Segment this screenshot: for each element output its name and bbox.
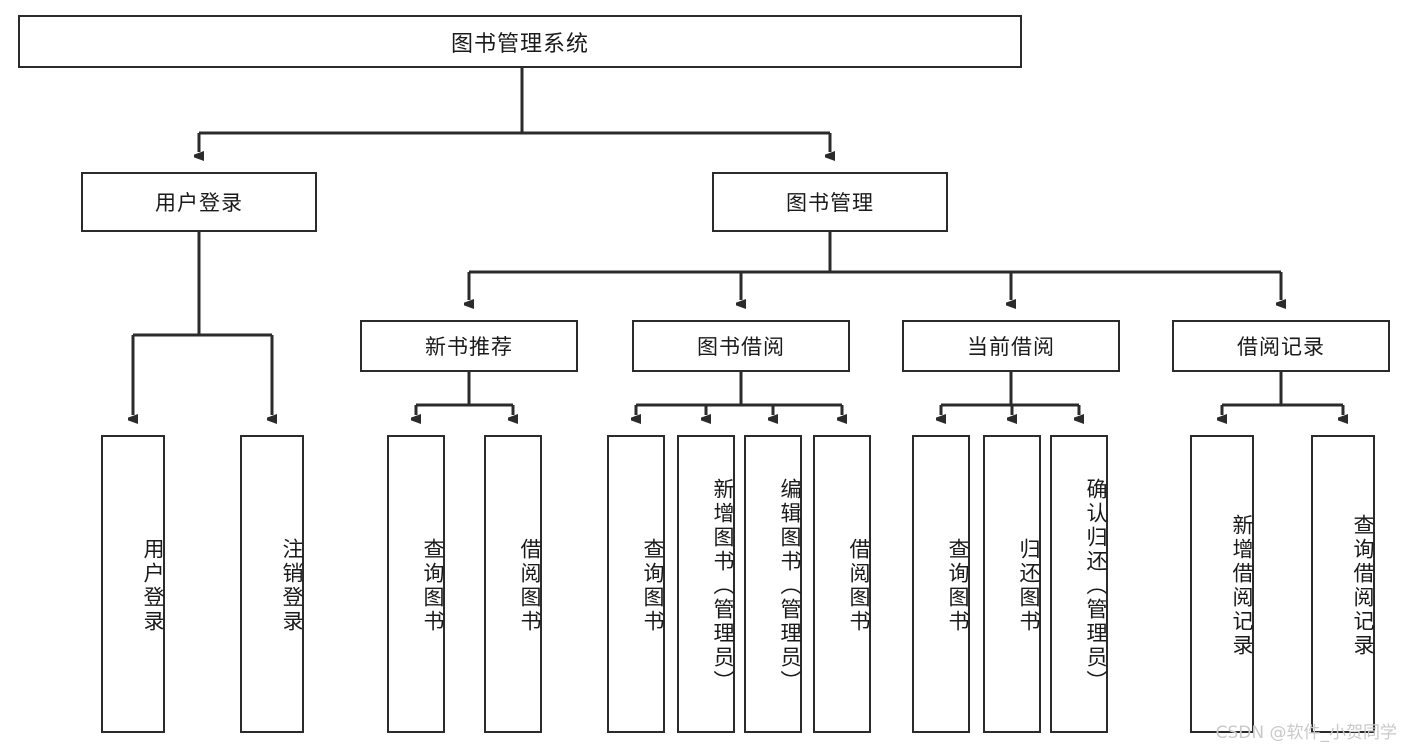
leaf-query-book-newbook[interactable]: 查询图书 — [387, 435, 445, 733]
node-label: 新增图书（管理员） — [711, 478, 735, 694]
node-current-borrow[interactable]: 当前借阅 — [902, 320, 1120, 372]
node-label: 用户登录 — [141, 538, 165, 634]
node-label: 借阅图书 — [847, 538, 871, 634]
node-label: 图书管理系统 — [450, 31, 589, 57]
node-label: 借阅图书 — [518, 538, 542, 634]
leaf-add-borrow-record[interactable]: 新增借阅记录 — [1190, 435, 1254, 733]
node-label: 用户登录 — [155, 191, 243, 215]
node-book-management[interactable]: 图书管理 — [712, 172, 948, 232]
node-label: 查询图书 — [641, 538, 665, 634]
node-book-borrow[interactable]: 图书借阅 — [632, 320, 850, 372]
node-label: 注销登录 — [280, 538, 304, 634]
leaf-edit-book-admin[interactable]: 编辑图书（管理员） — [744, 435, 802, 733]
node-label: 归还图书 — [1017, 538, 1041, 634]
node-label: 查询借阅记录 — [1351, 514, 1375, 658]
node-user-login[interactable]: 用户登录 — [81, 172, 317, 232]
leaf-query-book-current[interactable]: 查询图书 — [912, 435, 970, 733]
node-label: 查询图书 — [421, 538, 445, 634]
leaf-query-book-borrow[interactable]: 查询图书 — [607, 435, 665, 733]
leaf-borrow-book-newbook[interactable]: 借阅图书 — [484, 435, 542, 733]
leaf-logout-login[interactable]: 注销登录 — [240, 435, 304, 733]
node-label: 新书推荐 — [425, 335, 513, 359]
node-new-book-recommend[interactable]: 新书推荐 — [360, 320, 578, 372]
node-root-system[interactable]: 图书管理系统 — [18, 15, 1022, 68]
node-label: 当前借阅 — [967, 335, 1055, 359]
node-borrow-record[interactable]: 借阅记录 — [1172, 320, 1390, 372]
node-label: 图书借阅 — [697, 335, 785, 359]
node-label: 编辑图书（管理员） — [778, 478, 802, 694]
node-label: 新增借阅记录 — [1230, 514, 1254, 658]
leaf-query-borrow-record[interactable]: 查询借阅记录 — [1311, 435, 1375, 733]
leaf-return-book[interactable]: 归还图书 — [983, 435, 1041, 733]
node-label: 借阅记录 — [1237, 335, 1325, 359]
leaf-borrow-book[interactable]: 借阅图书 — [813, 435, 871, 733]
node-label: 确认归还（管理员） — [1084, 478, 1108, 694]
leaf-confirm-return-admin[interactable]: 确认归还（管理员） — [1050, 435, 1108, 733]
node-label: 图书管理 — [786, 191, 874, 215]
leaf-add-book-admin[interactable]: 新增图书（管理员） — [677, 435, 735, 733]
node-label: 查询图书 — [946, 538, 970, 634]
leaf-user-login[interactable]: 用户登录 — [101, 435, 165, 733]
